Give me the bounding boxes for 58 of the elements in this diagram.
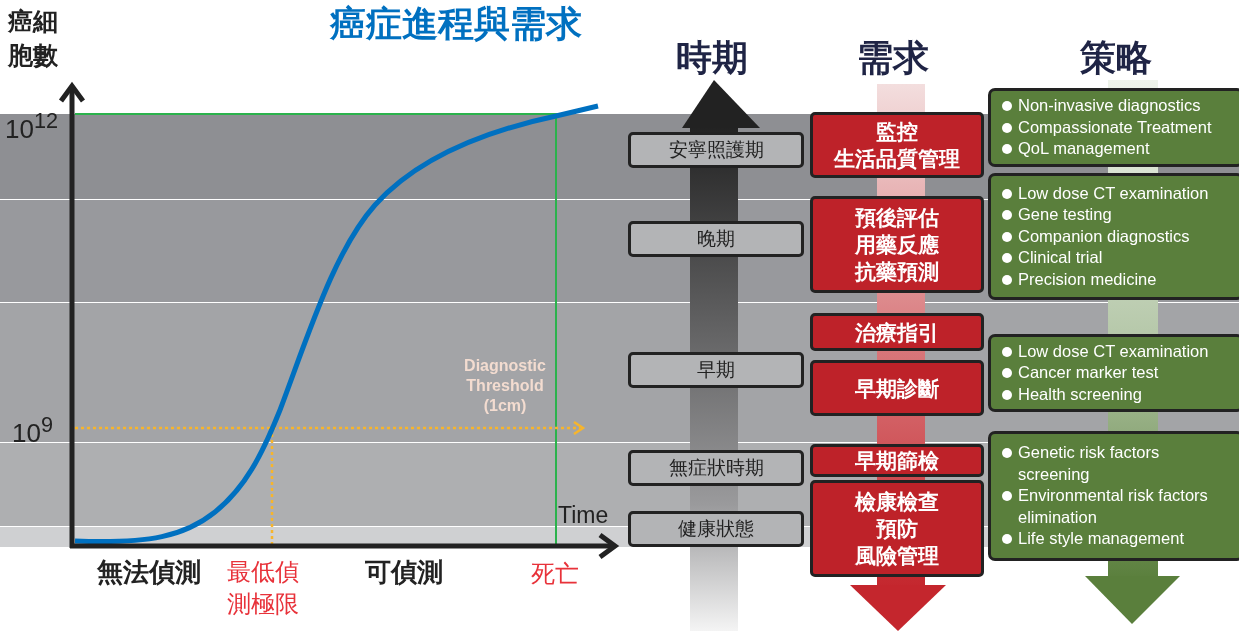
axis-label: Time bbox=[558, 502, 609, 529]
bullet-item: Low dose CT examination bbox=[1001, 182, 1209, 205]
strategy-box bbox=[988, 173, 1239, 300]
tick-label: 10$^{9}$ bbox=[12, 412, 53, 449]
column-heading: 時期 bbox=[676, 36, 748, 80]
strategy-box bbox=[988, 334, 1239, 412]
need-text: 早期篩檢 bbox=[855, 448, 939, 474]
bullet-item: Clinical trial bbox=[1001, 247, 1103, 269]
period-box bbox=[628, 352, 804, 388]
column-heading: 策略 bbox=[1080, 36, 1152, 80]
need-text: 用藥反應 bbox=[855, 232, 939, 258]
need-text: 抗藥預測 bbox=[855, 259, 939, 285]
axis-label: 癌細胞數 bbox=[8, 6, 59, 71]
need-text: 預防 bbox=[876, 516, 918, 542]
region-label: 最低偵測極限 bbox=[227, 557, 300, 619]
region-label: 可偵測 bbox=[365, 556, 443, 589]
need-box bbox=[810, 444, 984, 477]
bullet-item: Health screening bbox=[1001, 383, 1142, 406]
need-text: 治療指引 bbox=[855, 319, 939, 346]
bullet-item: QoL management bbox=[1001, 138, 1150, 160]
bullet-item: Companion diagnostics bbox=[1001, 225, 1190, 248]
bullet-item: Low dose CT examination bbox=[1001, 340, 1209, 363]
bullet-item: Life style management bbox=[1001, 528, 1184, 550]
period-box bbox=[628, 511, 804, 547]
need-text: 風險管理 bbox=[855, 543, 939, 569]
region-label: 無法偵測 bbox=[97, 556, 201, 589]
need-text: 早期診斷 bbox=[855, 375, 939, 402]
need-box bbox=[810, 112, 984, 178]
need-box bbox=[810, 360, 984, 416]
bullet-item: Compassionate Treatment bbox=[1001, 116, 1212, 139]
bullet-item: Precision medicine bbox=[1001, 268, 1157, 291]
period-box bbox=[628, 132, 804, 168]
strategy-box bbox=[988, 88, 1239, 167]
period-label: 晚期 bbox=[697, 227, 735, 251]
period-label: 早期 bbox=[697, 358, 735, 382]
need-box bbox=[810, 196, 984, 293]
strategy-box bbox=[988, 431, 1239, 561]
need-text: 檢康檢查 bbox=[855, 489, 939, 515]
period-label: 安寧照護期 bbox=[668, 138, 764, 162]
bullet-item: Gene testing bbox=[1001, 204, 1112, 226]
need-box bbox=[810, 313, 984, 351]
need-text: 監控 bbox=[876, 119, 918, 145]
bullet-item: Genetic risk factors screening bbox=[1001, 442, 1235, 486]
bullet-item: Cancer marker test bbox=[1001, 362, 1159, 384]
column-heading: 需求 bbox=[857, 36, 929, 80]
bullet-item: Non-invasive diagnostics bbox=[1001, 95, 1201, 117]
bullet-item: Environmental risk factors elimination bbox=[1001, 485, 1235, 529]
period-label: 無症狀時期 bbox=[668, 456, 764, 480]
annotation: Diagnostic Threshold (1cm) bbox=[463, 356, 547, 416]
need-box bbox=[810, 480, 984, 577]
region-label: 死亡 bbox=[531, 559, 579, 589]
period-box bbox=[628, 450, 804, 486]
period-box bbox=[628, 221, 804, 257]
need-text: 生活品質管理 bbox=[834, 146, 960, 172]
tick-label: 10$^{12}$ bbox=[5, 108, 58, 145]
need-text: 預後評估 bbox=[855, 205, 939, 231]
title: 癌症進程與需求 bbox=[330, 2, 582, 46]
period-label: 健康狀態 bbox=[678, 517, 754, 541]
